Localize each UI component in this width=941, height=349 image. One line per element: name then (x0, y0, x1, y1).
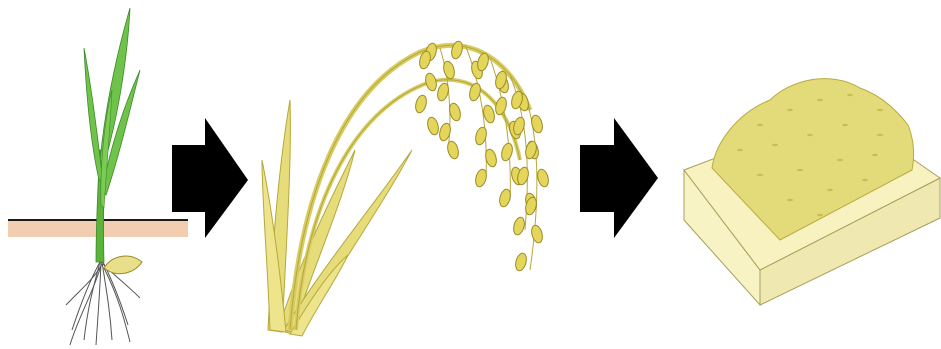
rice-grain (514, 252, 528, 272)
rice-speck (807, 134, 813, 136)
rice-speck (877, 134, 883, 136)
rice-speck (837, 159, 843, 161)
rice-speck (757, 174, 763, 176)
rice-speck (797, 169, 803, 171)
rice-speck (817, 214, 823, 216)
rice-speck (842, 124, 848, 126)
rice-seedling-icon (8, 8, 188, 345)
rice-grain (500, 142, 514, 162)
seedling-roots (66, 262, 140, 345)
rice-speck (737, 149, 743, 151)
rice-in-wooden-box-icon (684, 79, 940, 305)
seedling-leaf-left (84, 48, 103, 182)
rice-grain (494, 96, 508, 116)
seed-husk (104, 256, 142, 274)
rice-speck (772, 144, 778, 146)
rice-grain (530, 224, 544, 244)
rice-grain (512, 216, 526, 236)
rice-speck (787, 109, 793, 111)
rice-speck (817, 99, 823, 101)
rice-speck (787, 199, 793, 201)
right-arrow-icon (580, 118, 658, 238)
rice-grains (414, 40, 550, 272)
rice-grain (426, 116, 440, 136)
rice-speck (757, 124, 763, 126)
rice-speck (872, 154, 878, 156)
rice-grain (530, 114, 544, 134)
rice-grain (446, 140, 460, 160)
rice-grain (536, 168, 550, 188)
rice-grain (414, 94, 428, 114)
rice-speck (877, 109, 883, 111)
rice-grain (424, 72, 438, 92)
ripe-rice-plant-icon (262, 40, 550, 336)
rice-speck (827, 189, 833, 191)
rice-speck (847, 94, 853, 96)
rice-speck (862, 179, 868, 181)
